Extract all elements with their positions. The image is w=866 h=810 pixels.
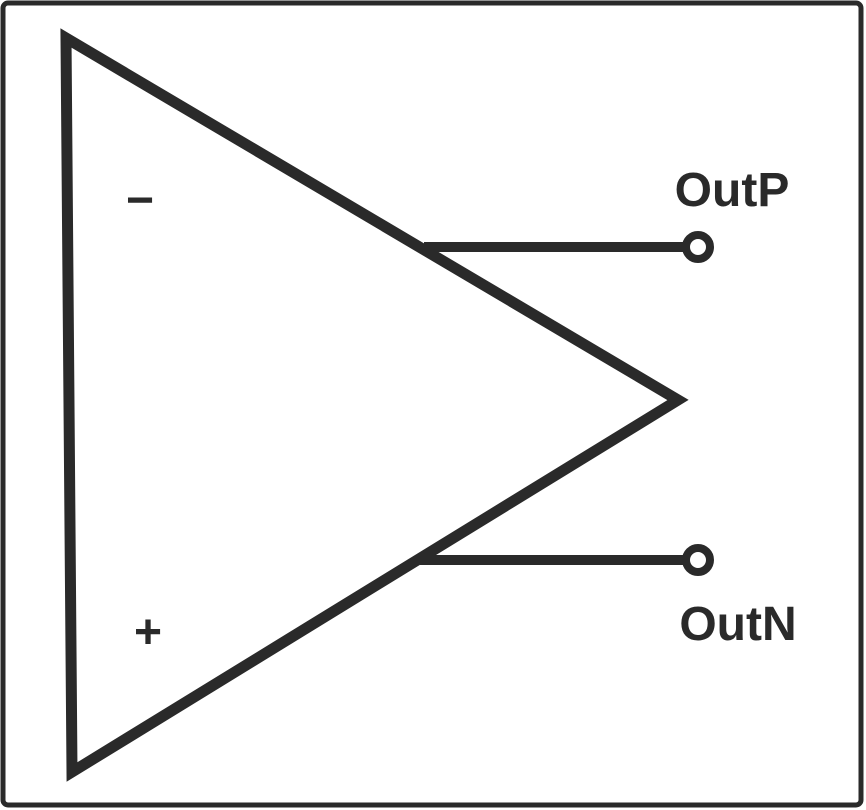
output-negative-terminal [682,544,714,576]
amplifier-triangle [60,28,689,782]
non-inverting-input-symbol: + [134,606,162,659]
output-positive-label: OutP [675,164,790,217]
inverting-input-symbol: − [126,174,154,227]
output-negative-label: OutN [679,598,796,651]
output-positive-terminal [682,231,714,263]
